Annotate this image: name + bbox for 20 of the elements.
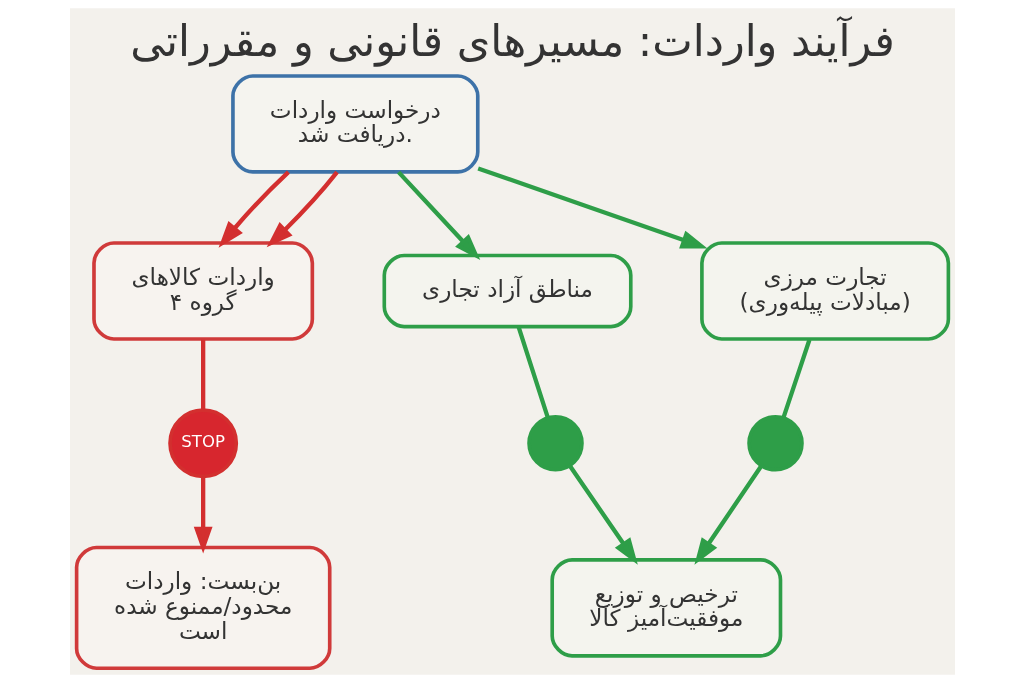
node-box: ترخیص و توزیع موفقیت‌آمیز کالا — [549, 558, 782, 658]
diagram-title: فرآیند واردات: مسیرهای قانونی و مقرراتی — [129, 15, 895, 66]
node-box: واردات کالاهای گروه ۴ — [91, 241, 314, 341]
arrow — [567, 464, 638, 565]
arrow — [266, 170, 339, 248]
arrow — [476, 166, 708, 249]
node-circle: STOP — [167, 408, 238, 479]
connector — [780, 339, 811, 419]
arrow — [193, 476, 213, 554]
node-box: بن‌بست: واردات محدود/ممنوع شده است — [74, 545, 332, 671]
node-box: درخواست واردات دریافت شد. — [230, 74, 480, 174]
connector — [516, 326, 550, 419]
arrow — [396, 170, 480, 261]
node-box: تجارت مرزی (مبادلات پیله‌وری) — [699, 241, 950, 341]
arrow — [218, 170, 290, 248]
connector — [200, 339, 205, 410]
node-circle — [746, 414, 804, 472]
arrow — [693, 464, 763, 565]
node-circle — [526, 414, 584, 472]
node-box: مناطق آزاد تجاری — [382, 253, 633, 329]
